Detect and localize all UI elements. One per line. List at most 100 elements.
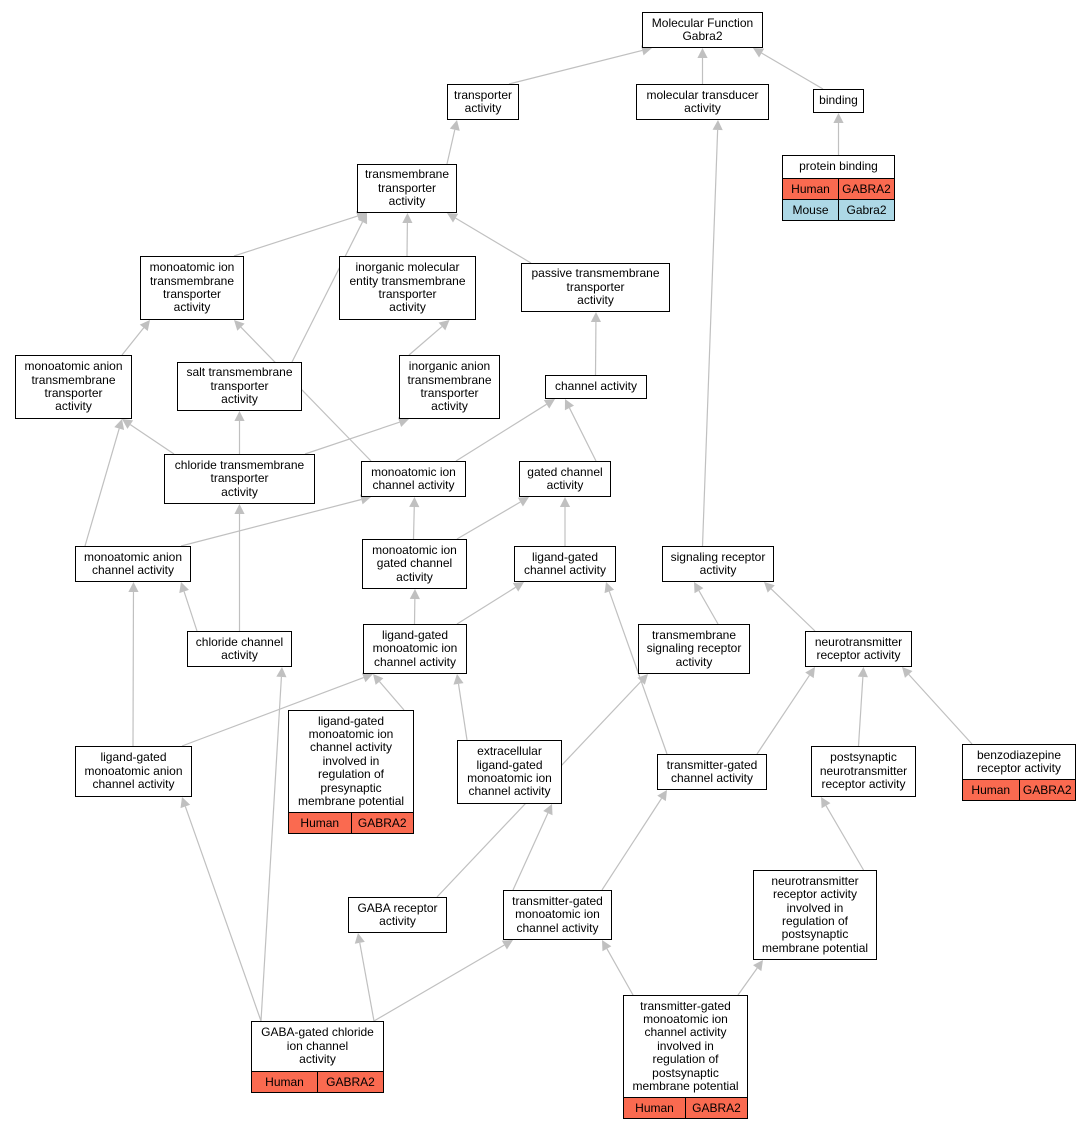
gene-cell: GABRA2 [838, 179, 894, 199]
edge-arrowhead [360, 494, 371, 505]
node-chloride-transmembrane-transporter-activity[interactable]: chloride transmembrane transporter activ… [164, 454, 315, 504]
node-label: transporter activity [453, 87, 513, 115]
edge-arrowhead [122, 419, 134, 429]
node-transmitter-gated-monoatomic-ion-channel-activity[interactable]: transmitter-gated monoatomic ion channel… [503, 890, 612, 940]
node-label: Molecular Function Gabra2 [651, 15, 754, 43]
node-signaling-receptor-activity[interactable]: signaling receptor activity [662, 546, 774, 582]
node-label: neurotransmitter receptor activity [814, 634, 903, 662]
node-passive-transmembrane-transporter-activity[interactable]: passive transmembrane transporter activi… [521, 263, 670, 312]
edge-passive_tm_transporter-to-tm_transporter [455, 217, 532, 264]
edge-arrowhead [637, 674, 648, 685]
node-neurotransmitter-receptor-postsynaptic-membrane-potential[interactable]: neurotransmitter receptor activity invol… [753, 870, 877, 960]
edge-gaba_gated_chloride-to-chloride_channel [260, 676, 283, 1022]
node-label: transmitter-gated channel activity [666, 757, 758, 785]
node-ligand-gated-monoatomic-ion-channel-activity[interactable]: ligand-gated monoatomic ion channel acti… [363, 624, 467, 674]
node-channel-activity[interactable]: channel activity [545, 375, 647, 399]
node-salt-transmembrane-transporter-activity[interactable]: salt transmembrane transporter activity [177, 362, 302, 411]
node-label: neurotransmitter receptor activity invol… [761, 873, 869, 955]
node-label: molecular transducer activity [646, 87, 759, 115]
edge-extracellular_lg-to-lg_mono_ion_channel [457, 683, 468, 741]
node-ligand-gated-monoatomic-anion-channel-activity[interactable]: ligand-gated monoatomic anion channel ac… [75, 746, 192, 797]
node-label: GABA-gated chloride ion channel activity [261, 1025, 374, 1067]
edge-postsynaptic_nt_receptor-to-neurotransmitter_receptor [857, 676, 864, 747]
node-molecular-transducer-activity[interactable]: molecular transducer activity [636, 84, 769, 120]
node-gated-channel-activity[interactable]: gated channel activity [519, 461, 611, 497]
species-cell: Human [624, 1098, 685, 1118]
edge-mono_anion_channel-to-mono_anion_tm_transporter [84, 428, 120, 547]
node-extracellular-ligand-gated-monoatomic-ion-channel-activity[interactable]: extracellular ligand-gated monoatomic io… [457, 740, 562, 804]
edge-mono_ion_tm_transporter-to-tm_transporter [233, 215, 358, 257]
edge-arrowhead [517, 497, 529, 507]
edge-tg_postsynaptic-to-nt_receptor_postsynaptic [737, 967, 758, 996]
node-inorganic-anion-transmembrane-transporter-activity[interactable]: inorganic anion transmembrane transporte… [399, 355, 500, 419]
node-neurotransmitter-receptor-activity[interactable]: neurotransmitter receptor activity [805, 631, 912, 667]
edge-arrowhead [833, 113, 844, 123]
node-ligand-gated-presynaptic-membrane-potential[interactable]: ligand-gated monoatomic ion channel acti… [288, 710, 414, 834]
node-postsynaptic-neurotransmitter-receptor-activity[interactable]: postsynaptic neurotransmitter receptor a… [811, 746, 916, 797]
node-monoatomic-anion-transmembrane-transporter-activity[interactable]: monoatomic anion transmembrane transport… [15, 355, 132, 419]
node-gaba-receptor-activity[interactable]: GABA receptor activity [348, 897, 447, 933]
node-label: binding [819, 93, 858, 108]
node-protein-binding[interactable]: protein binding Human GABRA2 Mouse Gabra… [782, 155, 895, 221]
edge-arrowhead [697, 48, 708, 58]
node-label: GABA receptor activity [357, 900, 438, 928]
node-transmembrane-signaling-receptor-activity[interactable]: transmembrane signaling receptor activit… [638, 624, 750, 674]
node-binding[interactable]: binding [813, 89, 864, 113]
node-label: monoatomic ion channel activity [371, 464, 456, 492]
edge-arrowhead [753, 960, 763, 972]
node-label: ligand-gated channel activity [523, 549, 607, 577]
edge-arrowhead [543, 399, 555, 409]
node-label: transmitter-gated monoatomic ion channel… [512, 893, 603, 935]
node-label: postsynaptic neurotransmitter receptor a… [819, 750, 908, 792]
node-gaba-gated-chloride-ion-channel-activity[interactable]: GABA-gated chloride ion channel activity… [251, 1021, 384, 1093]
edge-arrowhead [821, 797, 831, 809]
edge-arrowhead [361, 672, 373, 683]
node-benzodiazepine-receptor-activity[interactable]: benzodiazepine receptor activity Human G… [962, 744, 1076, 801]
node-chloride-channel-activity[interactable]: chloride channel activity [187, 631, 292, 667]
edge-arrowhead [512, 582, 524, 592]
edge-arrowhead [179, 582, 189, 594]
node-molecular-function-root[interactable]: Molecular Function Gabra2 [642, 12, 763, 48]
edge-mono_ion_gated_channel-to-gated_channel [456, 501, 521, 540]
node-label: ligand-gated monoatomic ion channel acti… [372, 627, 458, 669]
edge-arrowhead [234, 411, 245, 421]
edge-arrowhead [447, 213, 459, 223]
edge-mono_ion_gated_channel-to-mono_ion_channel [412, 506, 415, 540]
edge-chloride_channel-to-mono_anion_channel [183, 591, 198, 632]
node-monoatomic-ion-channel-activity[interactable]: monoatomic ion channel activity [361, 461, 466, 497]
node-transmitter-gated-channel-activity[interactable]: transmitter-gated channel activity [657, 754, 767, 790]
edge-arrowhead [543, 804, 553, 816]
node-monoatomic-anion-channel-activity[interactable]: monoatomic anion channel activity [75, 546, 191, 582]
node-transmembrane-transporter-activity[interactable]: transmembrane transporter activity [357, 164, 457, 213]
gene-cell: GABRA2 [685, 1098, 747, 1118]
node-label: passive transmembrane transporter activi… [531, 266, 660, 308]
edge-inorg_anion_tm_transporter-to-inorg_mol_tm_transporter [408, 326, 443, 356]
edge-tg_mono_ion_channel-to-extracellular_lg [512, 812, 549, 891]
node-transmitter-gated-postsynaptic-membrane-potential[interactable]: transmitter-gated monoatomic ion channel… [623, 995, 748, 1119]
node-inorganic-molecular-entity-transmembrane-transporter-activity[interactable]: inorganic molecular entity transmembrane… [339, 256, 476, 320]
edge-mono_anion_tm_transporter-to-mono_ion_tm_transporter [121, 327, 145, 356]
edge-arrowhead [234, 504, 245, 514]
node-monoatomic-ion-gated-channel-activity[interactable]: monoatomic ion gated channel activity [362, 539, 467, 589]
node-label: monoatomic ion gated channel activity [372, 542, 457, 584]
edge-arrowhead [139, 320, 150, 331]
gene-cell: Gabra2 [838, 200, 894, 220]
edge-arrowhead [449, 120, 460, 131]
edge-arrowhead [114, 419, 125, 431]
edge-gated_channel-to-channel [568, 407, 597, 462]
edge-arrowhead [453, 674, 464, 685]
edge-arrowhead [501, 940, 513, 950]
node-label: benzodiazepine receptor activity [976, 747, 1062, 775]
node-label: inorganic anion transmembrane transporte… [407, 359, 492, 414]
edge-arrowhead [409, 589, 420, 600]
node-monoatomic-ion-transmembrane-transporter-activity[interactable]: monoatomic ion transmembrane transporter… [140, 256, 244, 320]
edge-arrowhead [694, 582, 704, 594]
node-ligand-gated-channel-activity[interactable]: ligand-gated channel activity [514, 546, 616, 582]
annotation-row: Human GABRA2 [783, 178, 894, 199]
species-cell: Human [289, 813, 351, 833]
edge-lg_mono_ion_channel-to-ligand_gated_channel [456, 586, 516, 625]
node-transporter-activity[interactable]: transporter activity [447, 84, 519, 120]
edge-arrowhead [128, 582, 139, 593]
annotation-row: Human GABRA2 [289, 812, 413, 833]
species-cell: Mouse [783, 200, 838, 220]
